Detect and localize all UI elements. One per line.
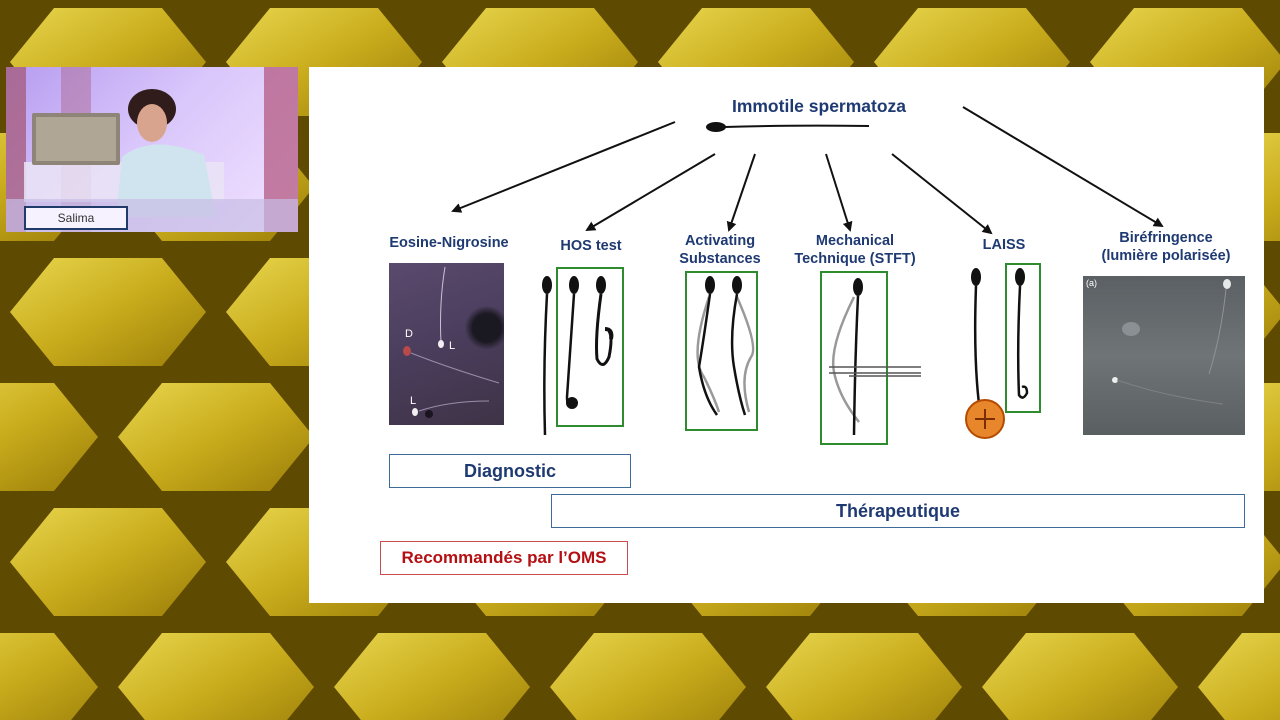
method-label-eosine-nigrosine: Eosine-Nigrosine xyxy=(389,235,509,251)
photo-marker-l2: L xyxy=(410,395,417,407)
root-sperm-head xyxy=(706,122,726,132)
eosine-nigrosine-photo: D L L xyxy=(389,263,504,425)
diagnostic-box: Diagnostic xyxy=(389,454,631,488)
arrow-activating xyxy=(726,153,756,232)
speaker-scene xyxy=(6,67,298,232)
method-label-birefringence: Biréfringence (lumière polarisée) xyxy=(1101,230,1231,264)
stained-sperm-cells xyxy=(403,266,500,418)
arrow-hos xyxy=(585,153,716,232)
oms-recommendation-box: Recommandés par l’OMS xyxy=(380,541,628,575)
arrow-laiss xyxy=(891,153,993,235)
method-label-activating-substances: Activating Substances xyxy=(679,233,761,267)
arrow-diagram xyxy=(451,106,1164,445)
root-label: Immotile spermatoza xyxy=(731,96,907,116)
method-label-mechanical-technique: Mechanical Technique (STFT) xyxy=(794,233,916,267)
therapeutique-box: Thérapeutique xyxy=(551,494,1245,528)
method-label-laiss: LAISS xyxy=(982,237,1026,253)
method-label-hos-test: HOS test xyxy=(560,238,622,254)
root-sperm-tail xyxy=(724,124,870,128)
presentation-slide: Immotile spermatoza Eosine-Nigrosine HOS… xyxy=(309,67,1264,603)
activating-substances-drawing xyxy=(685,271,758,431)
photo-marker-l1: L xyxy=(449,340,456,352)
birefringence-photo: (a) xyxy=(1083,276,1245,435)
arrow-mechanical xyxy=(825,153,853,232)
polarized-sperm-cells xyxy=(1112,279,1231,405)
hos-test-drawing xyxy=(542,267,624,436)
mechanical-technique-drawing xyxy=(820,271,921,445)
speaker-name-tag: Salima xyxy=(24,206,128,230)
arrow-birefringence xyxy=(962,106,1164,228)
arrow-eosine xyxy=(451,121,676,213)
photo-marker-a: (a) xyxy=(1086,278,1097,288)
laiss-drawing xyxy=(965,263,1041,439)
speaker-video: Salima xyxy=(6,67,298,232)
photo-marker-d: D xyxy=(405,328,413,340)
